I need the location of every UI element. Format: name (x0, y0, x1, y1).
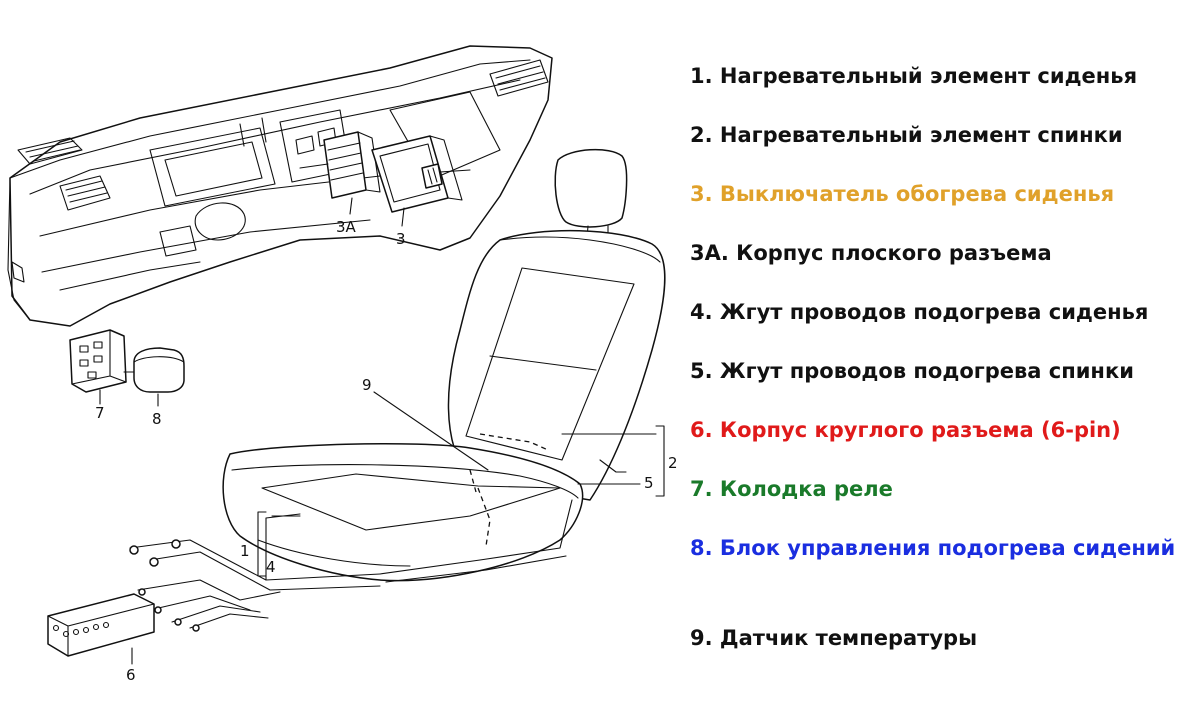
legend-item-9: 9. Датчик температуры (690, 626, 978, 650)
heating-switch-3-drawing (371, 135, 463, 227)
legend-item-3: 3. Выключатель обогрева сиденья (690, 182, 1115, 206)
control-unit-8-drawing (123, 347, 185, 407)
seat-heating-diagram: 1 2 3 3A 4 5 6 7 8 9 (7, 45, 678, 684)
seat-back-drawing (447, 148, 666, 501)
legend-item-7: 7. Колодка реле (690, 477, 893, 501)
connector-6-drawing (47, 593, 155, 665)
callout-9: 9 (362, 376, 372, 394)
callout-7: 7 (95, 404, 105, 422)
callout-8: 8 (152, 410, 162, 428)
callout-2: 2 (668, 454, 678, 472)
relay-socket-7-drawing (69, 329, 127, 405)
legend-item-2: 2. Нагревательный элемент спинки (690, 123, 1123, 147)
legend-item-8: 8. Блок управления подогрева сидений (690, 536, 1176, 560)
callout-6: 6 (126, 666, 136, 684)
callout-1: 1 (240, 542, 250, 560)
leader-lines (257, 391, 665, 577)
callout-labels: 1 2 3 3A 4 5 6 7 8 9 (95, 218, 678, 684)
callout-3: 3 (396, 230, 406, 248)
legend-item-6: 6. Корпус круглого разъема (6-pin) (690, 418, 1121, 442)
seat-cushion-drawing (222, 442, 584, 582)
wiring-harness-drawing (129, 499, 573, 632)
legend-item-4: 4. Жгут проводов подогрева сиденья (690, 300, 1149, 324)
legend-item-1: 1. Нагревательный элемент сиденья (690, 64, 1138, 88)
legend-item-5: 5. Жгут проводов подогрева спинки (690, 359, 1134, 383)
callout-5: 5 (644, 474, 654, 492)
callout-3a: 3A (336, 218, 357, 236)
legend-item-3a: 3А. Корпус плоского разъема (690, 241, 1052, 265)
flat-connector-3a-drawing (299, 131, 381, 215)
dashboard-drawing (7, 45, 553, 327)
callout-4: 4 (266, 558, 276, 576)
